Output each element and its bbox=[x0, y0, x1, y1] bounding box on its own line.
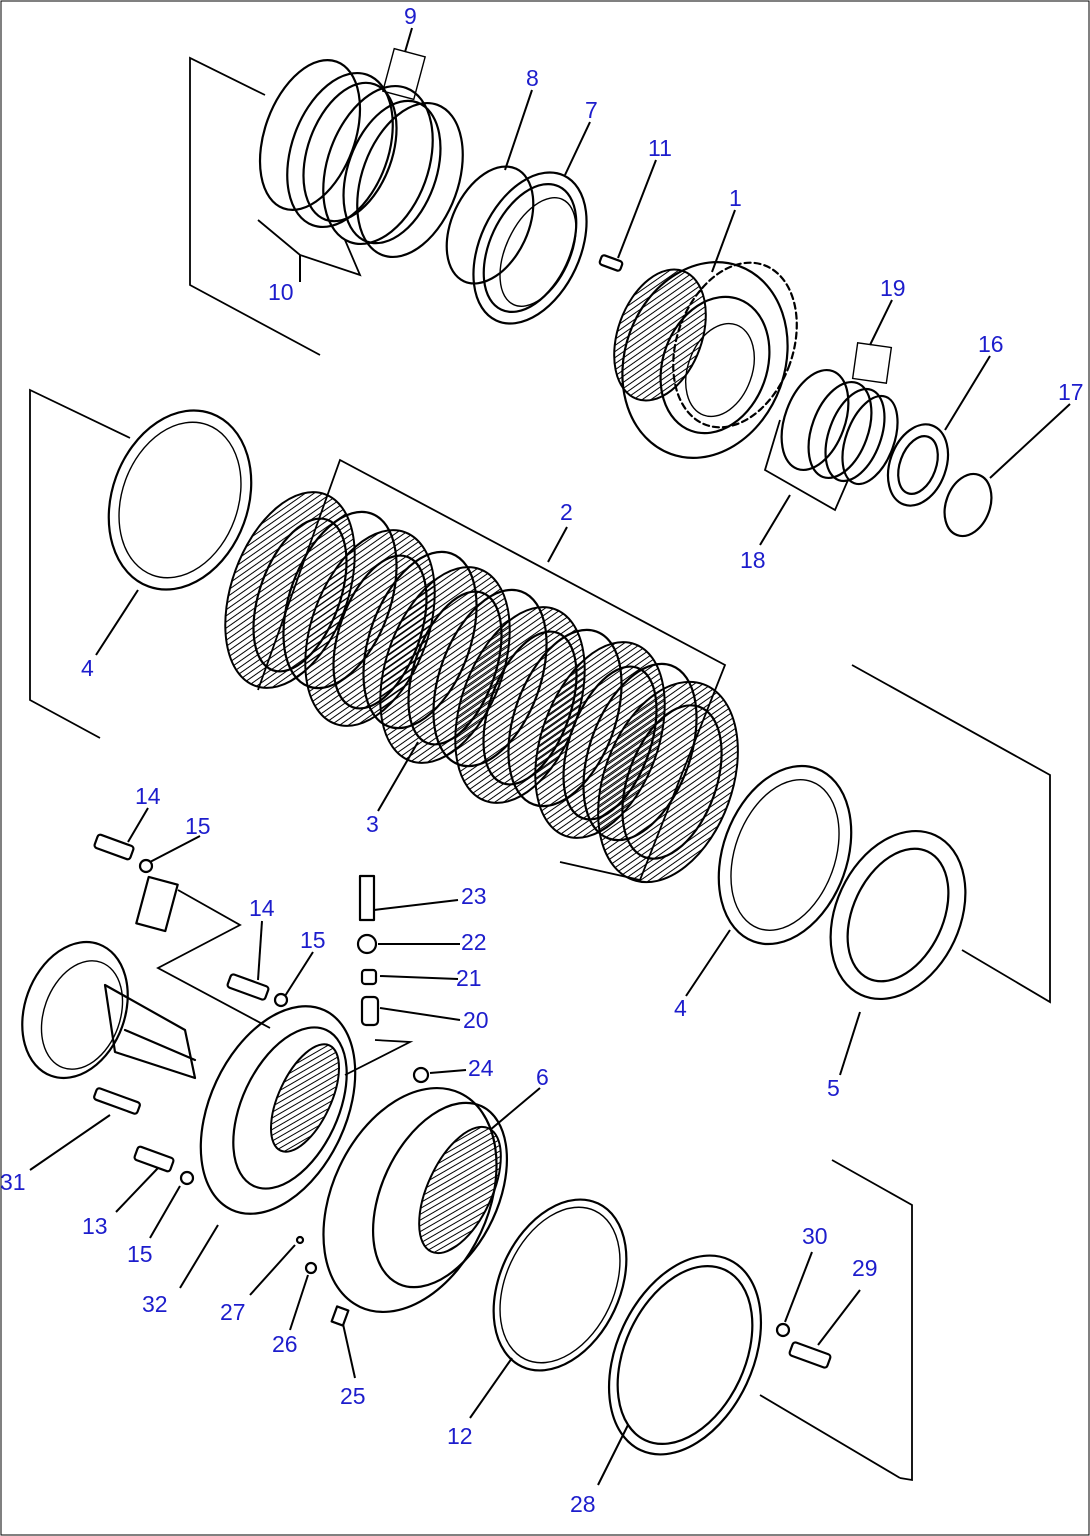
hub-part-1 bbox=[613, 261, 798, 459]
callout-29: 29 bbox=[852, 1255, 878, 1281]
callout-31: 31 bbox=[0, 1169, 26, 1195]
callout-3: 3 bbox=[366, 811, 379, 837]
callout-12: 12 bbox=[447, 1423, 473, 1449]
cover-plate-28 bbox=[607, 1159, 913, 1482]
brake-housing-32 bbox=[133, 1005, 357, 1215]
callout-11: 11 bbox=[648, 135, 672, 161]
callout-20: 20 bbox=[463, 1007, 489, 1033]
callout-16: 16 bbox=[978, 331, 1004, 357]
pin-part-11 bbox=[598, 254, 624, 272]
callout-2: 2 bbox=[560, 499, 573, 525]
fittings-20-23 bbox=[344, 874, 414, 1076]
callout-5: 5 bbox=[827, 1075, 840, 1101]
callout-6: 6 bbox=[536, 1064, 549, 1090]
disc-plate-stack-2-3 bbox=[224, 458, 739, 884]
callout-26: 26 bbox=[272, 1331, 298, 1357]
callout-19: 19 bbox=[880, 275, 906, 301]
callout-22: 22 bbox=[461, 929, 487, 955]
callout-15-lower: 15 bbox=[127, 1241, 153, 1267]
ring-set-19 bbox=[763, 342, 899, 512]
callout-30: 30 bbox=[802, 1223, 828, 1249]
callout-17: 17 bbox=[1058, 379, 1084, 405]
axle-shaft-31 bbox=[21, 940, 197, 1115]
callout-1: 1 bbox=[729, 185, 742, 211]
bearing-part-16 bbox=[886, 423, 950, 507]
end-plate-5 bbox=[829, 829, 967, 1001]
callout-10: 10 bbox=[268, 279, 294, 305]
callout-25: 25 bbox=[340, 1383, 366, 1409]
callout-28: 28 bbox=[570, 1491, 596, 1517]
callout-21: 21 bbox=[456, 965, 482, 991]
callout-18: 18 bbox=[740, 547, 766, 573]
callout-4-upper: 4 bbox=[81, 655, 94, 681]
snap-ring-part-17 bbox=[943, 472, 993, 538]
bracket-right-stack bbox=[851, 664, 1051, 1004]
callout-9: 9 bbox=[404, 3, 417, 29]
bolts-and-washers-upper bbox=[93, 833, 289, 1029]
callout-23: 23 bbox=[461, 883, 487, 909]
leader-lines bbox=[29, 27, 1071, 1486]
separator-plate-4-upper bbox=[107, 409, 253, 591]
callout-15-upper: 15 bbox=[185, 813, 211, 839]
callout-13: 13 bbox=[82, 1213, 108, 1239]
assembly-bracket-top bbox=[189, 56, 321, 356]
seal-ring-12 bbox=[492, 1198, 628, 1372]
callout-24: 24 bbox=[468, 1055, 494, 1081]
seal-ring-set-upper bbox=[189, 47, 464, 356]
brake-carrier-6 bbox=[295, 1066, 509, 1327]
callout-7: 7 bbox=[585, 97, 598, 123]
separator-plate-4-lower bbox=[717, 764, 853, 946]
callout-27: 27 bbox=[220, 1299, 246, 1325]
callout-8: 8 bbox=[526, 65, 539, 91]
bracket-left-stack bbox=[29, 388, 131, 739]
callout-14-middle: 14 bbox=[249, 895, 275, 921]
callout-labels: 9 8 7 11 1 10 19 16 17 18 2 4 3 14 15 23… bbox=[0, 3, 1084, 1517]
callout-15-middle: 15 bbox=[300, 927, 326, 953]
callout-4-lower: 4 bbox=[674, 995, 687, 1021]
callout-32: 32 bbox=[142, 1291, 168, 1317]
piston-ring-and-piston bbox=[445, 165, 588, 325]
callout-14-upper: 14 bbox=[135, 783, 161, 809]
